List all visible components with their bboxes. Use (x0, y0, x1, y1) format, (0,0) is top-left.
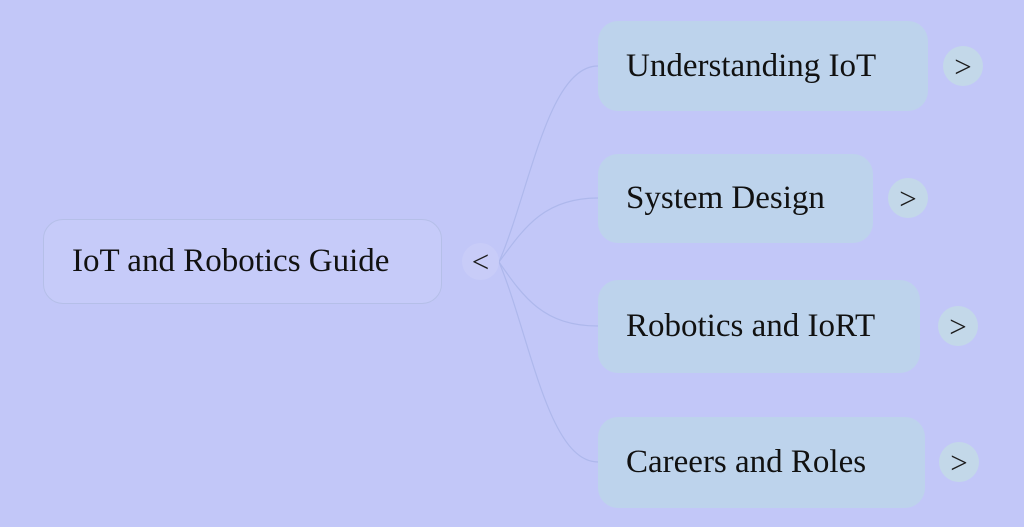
collapse-chevron-icon: < (471, 244, 490, 279)
expand-chevron-icon: > (949, 308, 967, 344)
expand-chevron-icon: > (950, 444, 968, 480)
connector-line (498, 261, 599, 327)
expand-toggle-understanding-iot[interactable]: > (943, 46, 983, 86)
node-careers-and-roles[interactable]: Careers and Roles (598, 417, 925, 508)
expand-toggle-system-design[interactable]: > (888, 178, 928, 218)
node-label: System Design (626, 180, 825, 216)
expand-chevron-icon: > (899, 180, 917, 216)
expand-chevron-icon: > (954, 48, 972, 84)
node-robotics-and-iort[interactable]: Robotics and IoRT (598, 280, 920, 373)
connector-line (498, 261, 599, 463)
node-label: Robotics and IoRT (626, 308, 876, 344)
expand-toggle-careers-and-roles[interactable]: > (939, 442, 979, 482)
node-root[interactable]: IoT and Robotics Guide (43, 219, 442, 304)
collapse-toggle-root[interactable]: < (462, 243, 499, 280)
node-system-design[interactable]: System Design (598, 154, 873, 243)
node-root-label: IoT and Robotics Guide (72, 243, 390, 279)
node-label: Understanding IoT (626, 47, 877, 84)
connector-line (498, 197, 599, 263)
expand-toggle-robotics-and-iort[interactable]: > (938, 306, 978, 346)
connector-line (498, 65, 599, 263)
node-understanding-iot[interactable]: Understanding IoT (598, 21, 928, 111)
node-label: Careers and Roles (626, 444, 867, 480)
